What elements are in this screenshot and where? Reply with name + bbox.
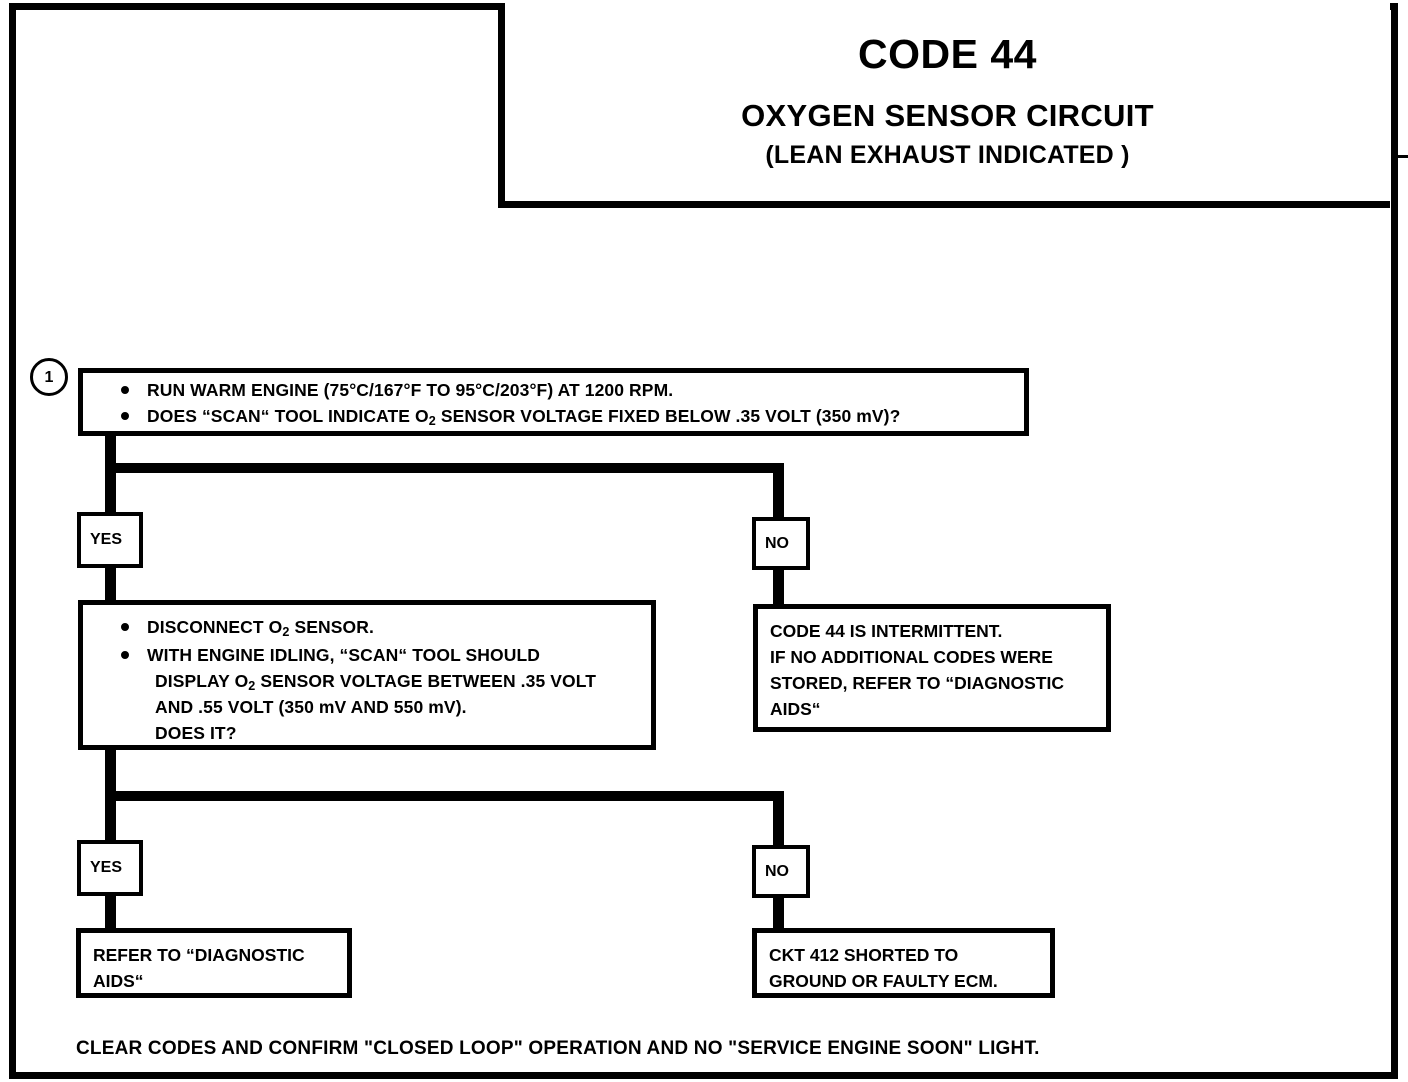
outcome-intermittent-box: CODE 44 IS INTERMITTENT. IF NO ADDITIONA… <box>753 604 1111 732</box>
connector-yes2-to-refer <box>105 893 116 931</box>
frame-bottom-border <box>9 1072 1398 1079</box>
step-number-marker-1: 1 <box>30 358 68 396</box>
connector-split-bar-1 <box>105 463 784 473</box>
step-1-bullet-1-text: RUN WARM ENGINE (75°C/167°F TO 95°C/203°… <box>147 380 674 400</box>
step-2-line-5: DOES IT? <box>155 723 237 743</box>
step-2-line-2-text: WITH ENGINE IDLING, “SCAN“ TOOL SHOULD <box>147 645 541 665</box>
intermittent-line-3: STORED, REFER TO “DIAGNOSTIC <box>770 673 1064 693</box>
intermittent-line-1: CODE 44 IS INTERMITTENT. <box>770 621 1003 641</box>
page-title-code: CODE 44 <box>858 31 1037 77</box>
step-2-bullet-2: WITH ENGINE IDLING, “SCAN“ TOOL SHOULD <box>121 645 540 666</box>
subscript-two: 2 <box>248 679 256 694</box>
connector-step2-down <box>105 748 116 796</box>
title-block: CODE 44 OXYGEN SENSOR CIRCUIT (LEAN EXHA… <box>498 3 1390 208</box>
step-2-question-box: DISCONNECT O2 SENSOR. WITH ENGINE IDLING… <box>78 600 656 750</box>
outcome-refer-diagnostic-aids-box: REFER TO “DIAGNOSTIC AIDS“ <box>76 928 352 998</box>
subscript-two: 2 <box>282 625 290 640</box>
connector-yes1-down <box>105 463 116 515</box>
intermittent-line-4: AIDS“ <box>770 699 821 719</box>
connector-split-bar-2 <box>105 791 784 801</box>
refer-aids-line-1: REFER TO “DIAGNOSTIC <box>93 945 305 965</box>
branch-label-no-2: NO <box>752 845 810 898</box>
step-1-bullet-1: RUN WARM ENGINE (75°C/167°F TO 95°C/203°… <box>121 380 673 401</box>
connector-step1-down <box>105 436 116 468</box>
connector-no1-down <box>773 463 784 520</box>
branch-label-yes-1: YES <box>77 512 143 568</box>
connector-yes1-to-step2 <box>105 565 116 605</box>
footer-note: CLEAR CODES AND CONFIRM "CLOSED LOOP" OP… <box>76 1038 1040 1059</box>
branch-label-no-1: NO <box>752 517 810 570</box>
step-1-bullet-2: DOES “SCAN“ TOOL INDICATE O2 SENSOR VOLT… <box>121 406 900 428</box>
step-2-line-3-text-a: DISPLAY O <box>155 671 249 691</box>
step-2-bullet-1: DISCONNECT O2 SENSOR. <box>121 617 374 639</box>
step-1-bullet-2-text-b: SENSOR VOLTAGE FIXED BELOW .35 VOLT (350… <box>435 406 901 426</box>
step-2-line-4: AND .55 VOLT (350 mV AND 550 mV). <box>155 697 467 717</box>
branch-label-yes-2: YES <box>77 840 143 896</box>
frame-right-tick <box>1398 155 1408 158</box>
intermittent-line-2: IF NO ADDITIONAL CODES WERE <box>770 647 1053 667</box>
frame-left-border <box>9 3 16 1079</box>
bullet-dot-icon <box>121 386 129 394</box>
bullet-dot-icon <box>121 651 129 659</box>
step-2-line-1-text-a: DISCONNECT O <box>147 617 283 637</box>
ckt-shorted-line-1: CKT 412 SHORTED TO <box>769 945 959 965</box>
connector-no2-to-ckt <box>773 895 784 931</box>
ckt-shorted-line-2: GROUND OR FAULTY ECM. <box>769 971 998 991</box>
subscript-two: 2 <box>428 414 436 429</box>
bullet-dot-icon <box>121 623 129 631</box>
page-title-subheading: (LEAN EXHAUST INDICATED ) <box>765 141 1130 169</box>
step-1-question-box: RUN WARM ENGINE (75°C/167°F TO 95°C/203°… <box>78 368 1029 436</box>
connector-no2-down <box>773 791 784 848</box>
step-1-bullet-2-text-a: DOES “SCAN“ TOOL INDICATE O <box>147 406 429 426</box>
step-2-line-1-text-b: SENSOR. <box>289 617 374 637</box>
bullet-dot-icon <box>121 412 129 420</box>
connector-no1-to-intermittent <box>773 567 784 607</box>
frame-right-border <box>1391 3 1398 1079</box>
connector-yes2-down <box>105 791 116 843</box>
outcome-ckt-shorted-box: CKT 412 SHORTED TO GROUND OR FAULTY ECM. <box>752 928 1055 998</box>
step-2-line-3-text-b: SENSOR VOLTAGE BETWEEN .35 VOLT <box>255 671 597 691</box>
step-2-line-3: DISPLAY O2 SENSOR VOLTAGE BETWEEN .35 VO… <box>155 671 596 693</box>
page-title-heading: OXYGEN SENSOR CIRCUIT <box>741 98 1154 133</box>
refer-aids-line-2: AIDS“ <box>93 971 144 991</box>
